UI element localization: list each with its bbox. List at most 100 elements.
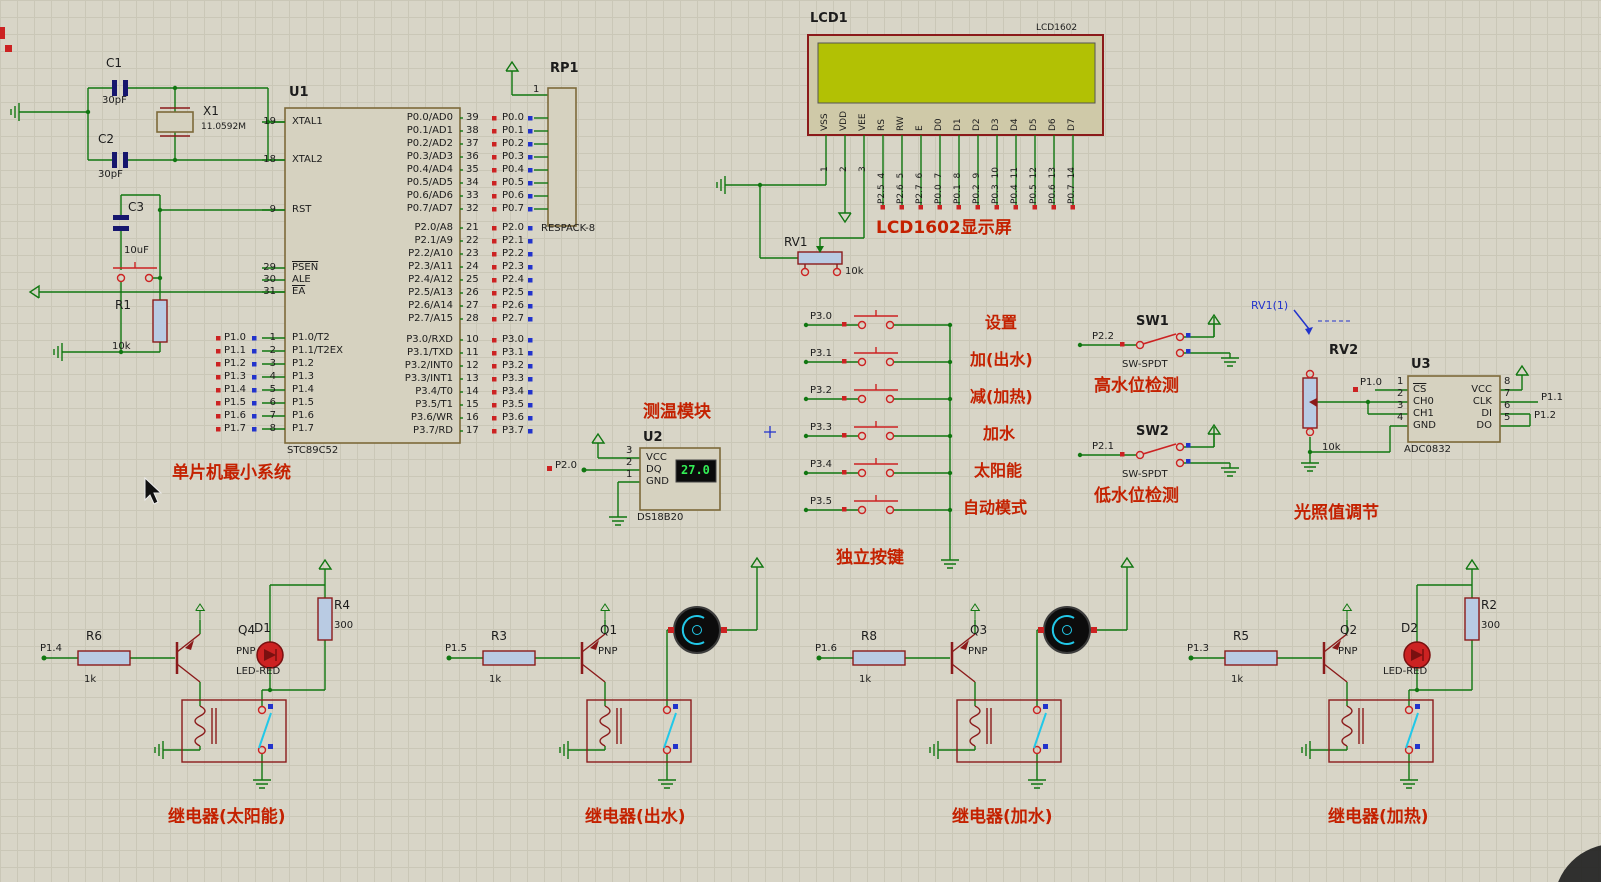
u1-pin-number: 26 bbox=[466, 287, 479, 298]
u1-pin-number: 24 bbox=[466, 261, 479, 272]
lcd-pin-name: D2 bbox=[972, 118, 982, 131]
sw2-spdt[interactable] bbox=[1077, 424, 1240, 477]
u1-pin-name: P0.4/AD4 bbox=[406, 164, 453, 175]
net-label: P3.6 bbox=[502, 412, 524, 423]
u1-pin-name: XTAL2 bbox=[292, 154, 323, 165]
component-value: PNP bbox=[236, 646, 256, 657]
u1-pin-number: 15 bbox=[466, 399, 479, 410]
u1-pin-number: 8 bbox=[269, 423, 276, 434]
net-label: P1.6 bbox=[815, 643, 837, 654]
u1-pin-number: 27 bbox=[466, 300, 479, 311]
net-label: P1.2 bbox=[224, 358, 246, 369]
section-title: 高水位检测 bbox=[1094, 376, 1179, 396]
u1-pin-number: 34 bbox=[466, 177, 479, 188]
mcu-support-circuit[interactable] bbox=[10, 80, 285, 362]
net-label: P3.2 bbox=[502, 360, 524, 371]
u1-ref: U1 bbox=[289, 85, 309, 100]
switch-part: SW-SPDT bbox=[1122, 359, 1168, 370]
u3-pin-name: DO bbox=[1476, 420, 1492, 431]
relay-group-water-in[interactable] bbox=[817, 558, 1134, 788]
u1-pin-number: 22 bbox=[466, 235, 479, 246]
switch-ref: SW2 bbox=[1136, 424, 1169, 439]
u1-pin-number: 39 bbox=[466, 112, 479, 123]
crystal-x1[interactable] bbox=[156, 111, 194, 133]
rp1-part: RESPACK-8 bbox=[541, 223, 596, 234]
rv2-ref: RV2 bbox=[1329, 343, 1359, 358]
u1-pin-number: 36 bbox=[466, 151, 479, 162]
u2-pin-number: 3 bbox=[626, 445, 633, 456]
section-title-light: 光照值调节 bbox=[1294, 503, 1379, 523]
push-button-4[interactable] bbox=[803, 421, 950, 441]
sw1-spdt[interactable] bbox=[1077, 314, 1240, 367]
u1-pin-name: P3.6/WR bbox=[410, 412, 453, 423]
lcd-ref: LCD1 bbox=[810, 11, 848, 26]
ds18b20-display bbox=[675, 459, 717, 483]
lcd-pin-name: D5 bbox=[1029, 118, 1039, 131]
component-ref: Q4 bbox=[238, 623, 256, 637]
u1-pin-number: 19 bbox=[263, 116, 276, 127]
u1-pin-number: 5 bbox=[269, 384, 276, 395]
u3-pin-name: CS bbox=[1413, 384, 1427, 395]
component-ref: R8 bbox=[861, 629, 877, 643]
lcd-net-label: P0.7 14 bbox=[1067, 167, 1077, 204]
lcd-net-label: P0.4 11 bbox=[1010, 167, 1020, 204]
component-value: LED-RED bbox=[1383, 666, 1428, 677]
lcd-pin-name: D3 bbox=[991, 118, 1001, 131]
button-caption: 太阳能 bbox=[974, 461, 1023, 480]
net-label: P1.3 bbox=[224, 371, 246, 382]
rp1-respack8[interactable] bbox=[547, 87, 577, 227]
component-value: 1k bbox=[1231, 674, 1244, 685]
x1-ref: X1 bbox=[203, 104, 219, 118]
component-value: 300 bbox=[1481, 620, 1501, 631]
switch-part: SW-SPDT bbox=[1122, 469, 1168, 480]
u1-pin-name: P1.6 bbox=[292, 410, 314, 421]
u1-pin-name: P3.2/INT0 bbox=[404, 360, 453, 371]
push-button-2[interactable] bbox=[803, 347, 950, 367]
lcd-pin-name: VEE bbox=[858, 113, 868, 131]
u1-pin-number: 2 bbox=[269, 345, 276, 356]
push-button-6[interactable] bbox=[803, 495, 950, 515]
component-ref: R6 bbox=[86, 629, 102, 643]
u1-pin-number: 11 bbox=[466, 347, 479, 358]
relay-caption: 继电器(加热) bbox=[1328, 807, 1429, 827]
u3-pin-name: CH1 bbox=[1413, 408, 1434, 419]
u1-pin-number: 6 bbox=[269, 397, 276, 408]
lcd-net-label: P2.5 4 bbox=[877, 172, 887, 204]
lcd-net-label: P0.1 8 bbox=[953, 172, 963, 204]
switch-ref: SW1 bbox=[1136, 314, 1169, 329]
push-button-5[interactable] bbox=[803, 458, 950, 478]
c3-ref: C3 bbox=[128, 200, 145, 214]
rv1-ref: RV1 bbox=[784, 235, 808, 249]
lcd-net-label: P2.7 6 bbox=[915, 172, 925, 204]
u2-pin-name: GND bbox=[646, 476, 669, 487]
push-button-1[interactable] bbox=[803, 310, 950, 330]
net-label-p2_0: P2.0 bbox=[555, 460, 577, 471]
net-label: P0.5 bbox=[502, 177, 524, 188]
lcd-pin-num: 1 bbox=[820, 166, 830, 172]
net-label: P0.7 bbox=[502, 203, 524, 214]
x1-value: 11.0592M bbox=[201, 122, 246, 132]
u1-pin-number: 35 bbox=[466, 164, 479, 175]
u3-ref: U3 bbox=[1411, 357, 1431, 372]
u1-pin-name: XTAL1 bbox=[292, 116, 323, 127]
u3-adc0832[interactable] bbox=[1407, 375, 1501, 443]
u3-pin-name: DI bbox=[1481, 408, 1492, 419]
u1-stc89c52[interactable] bbox=[284, 107, 461, 444]
net-label: P1.5 bbox=[445, 643, 467, 654]
relay-group-water-out[interactable] bbox=[447, 558, 764, 788]
u1-pin-name: P3.7/RD bbox=[413, 425, 453, 436]
light-sense-circuit[interactable] bbox=[1300, 365, 1538, 472]
net-label: P2.0 bbox=[502, 222, 524, 233]
push-button-3[interactable] bbox=[803, 384, 950, 404]
rv1-pot[interactable] bbox=[797, 251, 843, 265]
section-title-keys: 独立按键 bbox=[836, 548, 904, 568]
lcd-pin-name: RS bbox=[877, 119, 887, 131]
u1-pin-number: 9 bbox=[269, 204, 276, 215]
u3-pin-number: 7 bbox=[1504, 388, 1511, 399]
lcd-pin-num: 3 bbox=[858, 166, 868, 172]
voltage-probe[interactable] bbox=[1293, 309, 1350, 335]
u2-pin-number: 2 bbox=[626, 457, 633, 468]
u1-pin-name: P0.6/AD6 bbox=[406, 190, 453, 201]
u3-pin-number: 2 bbox=[1397, 388, 1404, 399]
